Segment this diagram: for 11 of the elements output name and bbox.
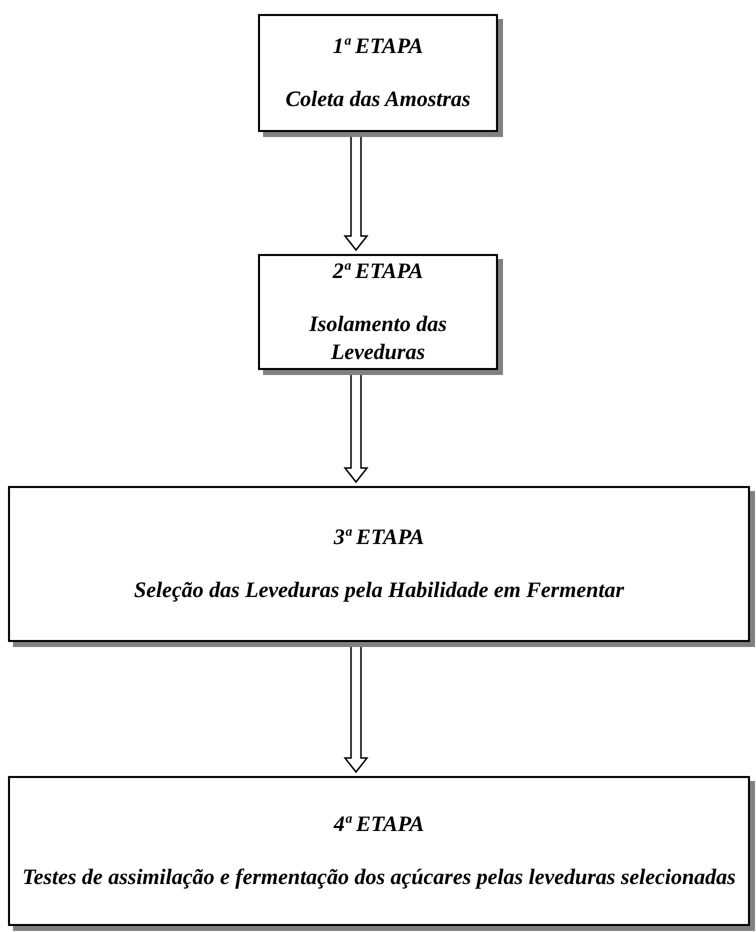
step-description: Coleta das Amostras [286, 85, 470, 113]
step-heading: 1ª ETAPA [332, 32, 424, 60]
step-heading: 4ª ETAPA [334, 810, 424, 838]
step-heading: 2ª ETAPA [332, 257, 424, 286]
step-heading: 3ª ETAPA [334, 523, 424, 552]
block-arrow [343, 135, 369, 252]
step-description: Isolamento das Leveduras [308, 310, 448, 366]
block-arrow [343, 645, 369, 774]
block-arrow [343, 373, 369, 484]
step-description: Seleção das Leveduras pela Habilidade em Fermentar [134, 576, 624, 604]
step-description: Testes de assimilação e fermentação dos açúcares pelas leveduras selecionadas [22, 863, 736, 891]
